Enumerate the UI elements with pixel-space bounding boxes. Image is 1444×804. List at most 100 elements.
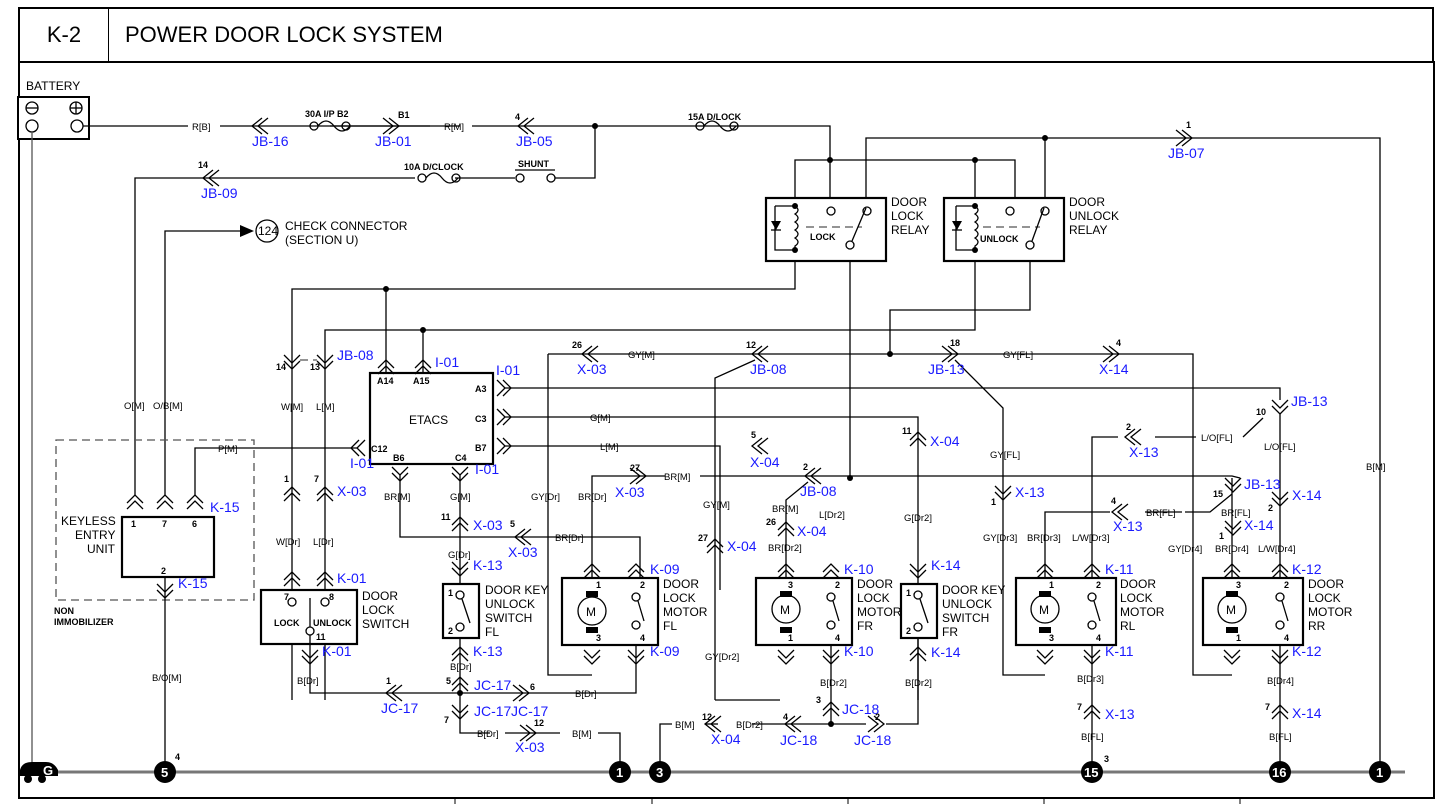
motor-label: FR [857,619,873,633]
pin-label: 4 [1096,633,1101,643]
door-lock-relay: LOCK [764,196,888,263]
wire-label: G[Dr] [448,550,471,561]
connector-icon [451,561,469,577]
switch-lock-label: LOCK [274,618,300,628]
switch-label: DOOR KEY [485,583,548,597]
connector-label: X-13 [1113,518,1143,534]
connector-icon [384,684,403,702]
connector-label: K-14 [931,644,961,660]
pin-label: 3 [816,695,821,705]
pin-label: 26 [572,340,582,350]
pin-label: C12 [371,444,388,454]
pin-label: 15 [1213,489,1223,499]
pin-label: 3 [788,580,793,590]
pin-label: 3 [1049,633,1054,643]
connector-label: JB-16 [252,133,289,149]
ground-point-15: 153 [1081,754,1109,783]
wire-label: B[M] [675,720,695,731]
connector-icon [1110,503,1129,521]
connector-icon [777,563,840,579]
connector-label: I-01 [496,362,520,378]
connector-icon [1102,345,1121,363]
diode-icon [952,221,962,230]
wire-label: BR[Dr] [578,492,607,503]
pin-label: 7 [444,715,449,725]
connector-label: K-12 [1292,643,1322,659]
motor-label: LOCK [663,591,696,605]
pin-label: 1 [1186,120,1191,130]
pin-label: 11 [441,512,451,522]
connector-label: JC-17 [511,703,549,719]
pin-label: 1 [1236,633,1241,643]
wire-label: R[B] [192,122,210,133]
wire-label: O[M] [124,401,145,412]
switch-label: LOCK [362,603,395,617]
diode-icon [771,221,781,230]
wire-label: B[Dr4] [1267,676,1294,687]
wire-label: L[M] [600,442,618,453]
motor-symbol: M [780,603,790,617]
pin-label: 13 [310,362,320,372]
ground-point-3: 3 [649,761,671,783]
connector-label: K-15 [178,575,208,591]
pin-label: 3 [1236,580,1241,590]
ground-number: 1 [616,765,623,780]
pin-label: 4 [175,752,180,762]
pin-label: 12 [702,712,712,722]
connector-label: X-13 [1015,484,1045,500]
motor-symbol: M [1226,603,1236,617]
relay-inner-label: UNLOCK [980,234,1019,244]
connector-label: JC-17 [474,703,512,719]
wire-label: L[Dr] [313,537,334,548]
connector-label: X-14 [1292,705,1322,721]
door-lock-motor-fr: M 3 2 1 4 [754,576,854,647]
relay-coil-icon [793,205,799,250]
connector-label: X-04 [930,433,960,449]
wire-label: B/O[M] [152,673,182,684]
fuse-15a-icon [695,120,739,132]
note-label: IMMOBILIZER [54,617,114,627]
wire-label: G[M] [590,413,611,424]
wire-label: B[M] [572,729,592,740]
connector-icon [1036,649,1101,665]
connector-label: JB-13 [928,361,965,377]
wire-label: P[M] [218,444,238,455]
connector-icon [1123,428,1142,446]
connector-label: X-03 [508,544,538,560]
connector-icon [629,467,648,485]
connector-icon [1271,704,1289,720]
connector-icon [750,437,769,455]
pin-label: 18 [950,338,960,348]
pin-label: 2 [1284,580,1289,590]
fuse-label: 30A I/P B2 [305,109,349,119]
connector-icon [201,169,220,187]
pin-label: 5 [446,676,451,686]
connector-icon [783,715,802,733]
pin-label: 4 [640,633,645,643]
connector-icon [583,649,645,665]
wire-label: B[Dr] [450,662,472,673]
battery-label: BATTERY [26,79,80,93]
wire-label: R[M] [444,122,464,133]
motor-symbol: M [586,605,596,619]
connector-icon [451,676,469,692]
fuse-10a-icon [417,172,461,184]
etacs-module: ETACS [368,371,495,466]
pin-label: 2 [875,712,880,722]
connector-icon [941,345,960,363]
pin-label: 10 [1256,407,1266,417]
connector-icon [777,521,795,537]
wire-label: BR[Dr] [555,533,584,544]
connector-label: K-13 [473,557,503,573]
connector-icon [803,467,822,485]
pin-label: 4 [1111,496,1116,506]
ground-number: 1 [1376,765,1383,780]
connector-label: X-04 [711,731,741,747]
connector-icon [580,345,599,363]
motor-label: LOCK [1308,591,1341,605]
connector-label: K-01 [337,570,367,586]
pin-label: 27 [698,533,708,543]
wire-label: GY[FL] [990,450,1020,461]
connector-label: X-03 [615,484,645,500]
ground-number: 5 [161,765,168,780]
